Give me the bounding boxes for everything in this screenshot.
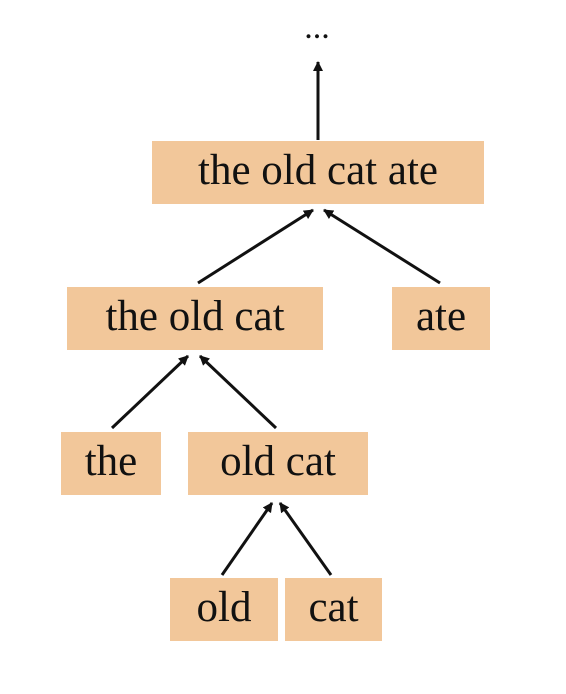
edge-the-old-cat-to-root: [197, 208, 314, 285]
edge-old-cat-to-the-old-cat: [198, 354, 278, 430]
node-ate: ate: [392, 287, 490, 350]
edge-the-to-the-old-cat: [110, 354, 190, 430]
edge-ate-to-root: [323, 208, 441, 285]
node-label: old: [196, 584, 252, 631]
node-the-old-cat: the old cat: [67, 287, 323, 350]
edge-cat-to-old-cat: [278, 502, 333, 576]
edge-old-to-old-cat: [220, 502, 274, 576]
node-label: the old cat: [105, 293, 285, 340]
node-cat: cat: [285, 578, 382, 641]
top-ellipsis: ...: [304, 9, 330, 46]
node-the-old-cat-ate: the old cat ate: [152, 141, 484, 204]
node-label: the: [84, 438, 138, 485]
node-label: cat: [308, 584, 359, 631]
node-label: ate: [415, 293, 467, 340]
node-the: the: [61, 432, 161, 495]
node-label: the old cat ate: [198, 147, 438, 194]
node-label: old cat: [220, 438, 336, 485]
node-old-cat: old cat: [188, 432, 368, 495]
node-old: old: [170, 578, 278, 641]
